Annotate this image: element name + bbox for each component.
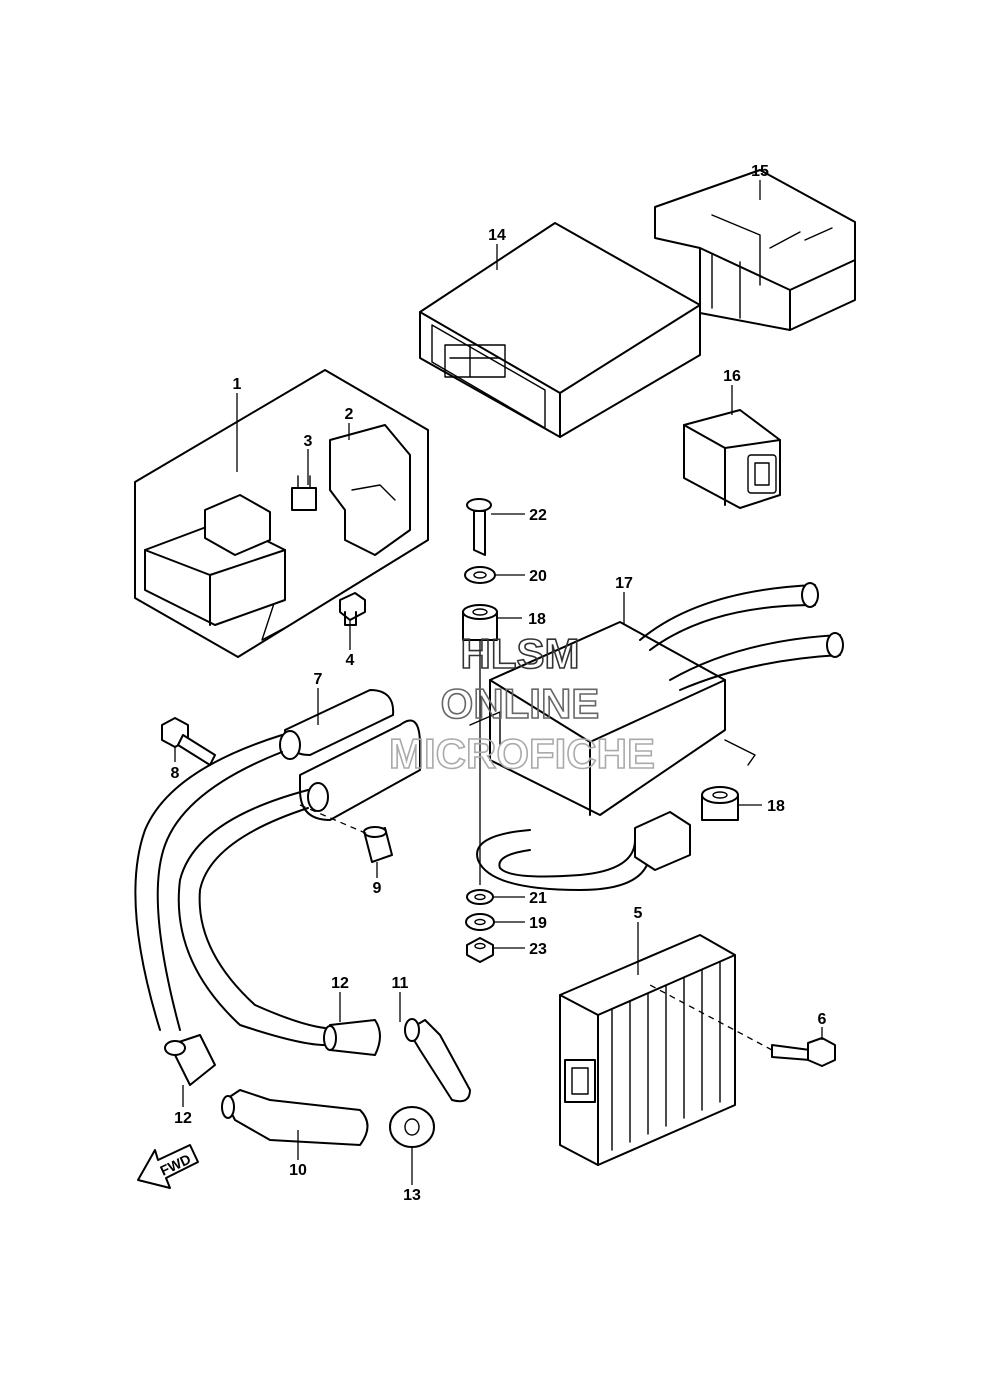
callout-3: 3 [304, 433, 313, 450]
part-8-bolt [161, 717, 216, 766]
part-19-washer [465, 913, 495, 931]
watermark-line-3: MICROFICHE [389, 730, 655, 777]
part-13-seal [389, 1106, 435, 1148]
part-7-ignition-coil [134, 689, 421, 1046]
watermark-line-1: HLSM [461, 630, 580, 677]
part-23-nut [466, 937, 494, 963]
part-15-cover [654, 169, 856, 331]
callout-2: 2 [345, 406, 354, 423]
callout-15: 15 [751, 163, 769, 180]
part-5-regulator [559, 934, 736, 1166]
callout-6: 6 [818, 1011, 827, 1028]
callout-20: 20 [529, 568, 547, 585]
callout-9: 9 [373, 880, 382, 897]
fwd-label: FWD [158, 1151, 194, 1179]
callout-18b: 18 [767, 798, 785, 815]
part-14-ecu [419, 222, 701, 438]
part-12-cap-b [164, 1034, 216, 1086]
callout-19: 19 [529, 915, 547, 932]
fwd-direction-arrow: FWD [137, 1144, 199, 1189]
part-11-plug-cap [404, 1018, 471, 1103]
callout-17: 17 [615, 575, 633, 592]
watermark-line-2: ONLINE [441, 680, 600, 727]
part-17-control-unit [469, 582, 844, 891]
part-12-cap-a [323, 1019, 381, 1056]
part-10-plug-cap [221, 1089, 369, 1146]
callout-8: 8 [171, 765, 180, 782]
callout-7: 7 [314, 671, 323, 688]
part-4-screw [339, 592, 366, 626]
callout-1: 1 [233, 376, 242, 393]
part-21-washer [466, 889, 494, 905]
watermark: HLSM ONLINE MICROFICHE [388, 629, 656, 778]
part-22-bolt [466, 498, 492, 556]
part-1-starter-relay [144, 494, 286, 626]
callout-23: 23 [529, 941, 547, 958]
part-16-relay [683, 409, 781, 509]
callout-21: 21 [529, 890, 547, 907]
part-3-fuse [291, 475, 317, 511]
callout-10: 10 [289, 1162, 307, 1179]
callout-12a: 12 [331, 975, 349, 992]
part-9-spacer [363, 826, 393, 863]
part-2-relay-cover [329, 424, 411, 556]
callout-12b: 12 [174, 1110, 192, 1127]
callout-18a: 18 [528, 611, 546, 628]
callout-labels: 1 2 3 4 5 6 7 8 9 10 11 12 12 13 14 15 1… [171, 163, 827, 1204]
leader-lines [174, 180, 823, 1185]
callout-14: 14 [488, 227, 506, 244]
part-18-grommet-upper [462, 604, 498, 641]
part-20-collar [464, 566, 496, 584]
part-18-grommet-lower [701, 786, 739, 821]
callout-4: 4 [346, 652, 355, 669]
callout-22: 22 [529, 507, 547, 524]
callout-13: 13 [403, 1187, 421, 1204]
callout-11: 11 [392, 975, 409, 992]
callout-5: 5 [634, 905, 643, 922]
part-6-bolt [649, 984, 836, 1067]
callout-16: 16 [723, 368, 741, 385]
